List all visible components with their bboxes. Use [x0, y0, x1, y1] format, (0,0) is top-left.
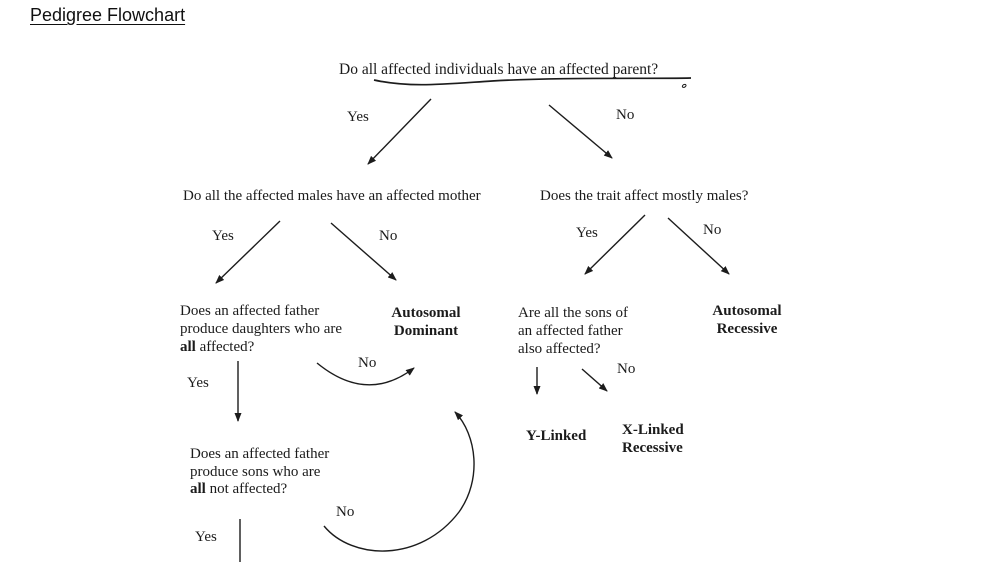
- result-x-linked-recessive: X-Linked Recessive: [622, 422, 684, 456]
- edge-label-no: No: [336, 504, 355, 520]
- arrow-q2r-yes: [584, 214, 646, 275]
- edge-label-no: No: [379, 228, 398, 244]
- result-y-linked: Y-Linked: [526, 428, 587, 444]
- result-autosomal-dominant: Autosomal Dominant: [391, 305, 461, 339]
- edge-label-no: No: [616, 107, 635, 123]
- result-autosomal-recessive: Autosomal Recessive: [712, 303, 782, 337]
- edge-label-no: No: [703, 222, 722, 238]
- edge-label-yes: Yes: [195, 529, 217, 545]
- arrow-q3l-no-curve: [316, 362, 415, 386]
- question-sons-also-affected: Are all the sons of an affected father a…: [518, 305, 628, 357]
- hand-drawn-underline: [373, 77, 692, 86]
- arrow-q2l-yes: [215, 220, 281, 284]
- question-mostly-males: Does the trait affect mostly males?: [540, 188, 749, 204]
- edge-label-yes: Yes: [576, 225, 598, 241]
- arrow-q4-no-curve: [323, 411, 475, 552]
- arrow-q2r-no: [667, 217, 730, 275]
- pen-mark: [681, 83, 687, 88]
- arrow-q2l-no: [330, 222, 397, 281]
- edge-label-yes: Yes: [187, 375, 209, 391]
- arrow-q1-yes: [367, 98, 432, 165]
- arrow-q3r-no: [581, 368, 608, 392]
- edge-label-no: No: [617, 361, 636, 377]
- edge-label-yes: Yes: [212, 228, 234, 244]
- question-sons-all-not-affected: Does an affected father produce sons who…: [190, 446, 330, 497]
- edge-label-no: No: [358, 355, 377, 371]
- question-affected-mother: Do all the affected males have an affect…: [183, 188, 481, 204]
- question-affected-parent: Do all affected individuals have an affe…: [339, 61, 659, 78]
- arrow-q1-no: [548, 104, 613, 159]
- question-daughters-all-affected: Does an affected father produce daughter…: [180, 303, 343, 355]
- edge-label-yes: Yes: [347, 109, 369, 125]
- page-title: Pedigree Flowchart: [30, 5, 186, 25]
